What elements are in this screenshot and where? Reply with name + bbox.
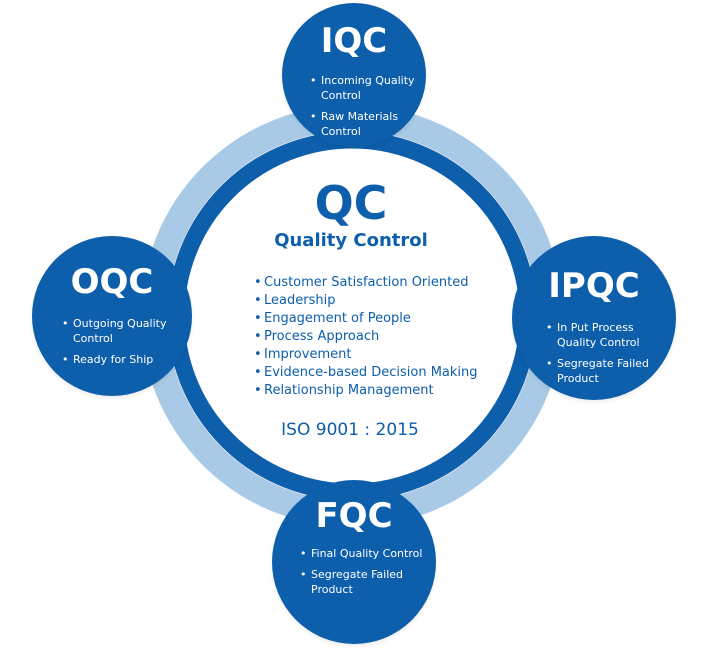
node-ipqc-list: In Put Process Quality Control Segregate… — [546, 320, 666, 392]
node-oqc-list: Outgoing Quality Control Ready for Ship — [62, 316, 178, 373]
iso-standard: ISO 9001 : 2015 — [281, 420, 419, 440]
node-ipqc-item: In Put Process Quality Control — [546, 320, 666, 350]
node-ipqc-item: Segregate Failed Product — [546, 356, 666, 386]
node-oqc: OQC Outgoing Quality Control Ready for S… — [32, 236, 192, 396]
principle-item: Customer Satisfaction Oriented — [254, 274, 478, 292]
node-iqc-title: IQC — [320, 21, 388, 61]
node-iqc-item: Incoming Quality Control — [310, 73, 420, 103]
center-abbr: QC — [314, 176, 388, 230]
principle-item: Improvement — [254, 346, 478, 364]
node-fqc-item: Final Quality Control — [300, 546, 426, 561]
node-ipqc-title: IPQC — [548, 266, 640, 306]
principle-item: Engagement of People — [254, 310, 478, 328]
principle-item: Process Approach — [254, 328, 478, 346]
node-fqc: FQC Final Quality Control Segregate Fail… — [272, 480, 436, 644]
node-iqc-item: Raw Materials Control — [310, 109, 420, 139]
node-ipqc: IPQC In Put Process Quality Control Segr… — [512, 236, 676, 400]
principles-list: Customer Satisfaction Oriented Leadershi… — [254, 274, 478, 400]
principle-item: Leadership — [254, 292, 478, 310]
node-oqc-title: OQC — [70, 262, 154, 302]
node-fqc-title: FQC — [315, 496, 393, 536]
node-iqc: IQC Incoming Quality Control Raw Materia… — [282, 3, 426, 147]
principle-item: Evidence-based Decision Making — [254, 364, 478, 382]
node-oqc-item: Outgoing Quality Control — [62, 316, 178, 346]
center-title: Quality Control — [274, 230, 428, 251]
node-fqc-list: Final Quality Control Segregate Failed P… — [300, 546, 426, 603]
node-oqc-item: Ready for Ship — [62, 352, 178, 367]
node-iqc-list: Incoming Quality Control Raw Materials C… — [310, 73, 420, 145]
principle-item: Relationship Management — [254, 382, 478, 400]
node-fqc-item: Segregate Failed Product — [300, 567, 426, 597]
